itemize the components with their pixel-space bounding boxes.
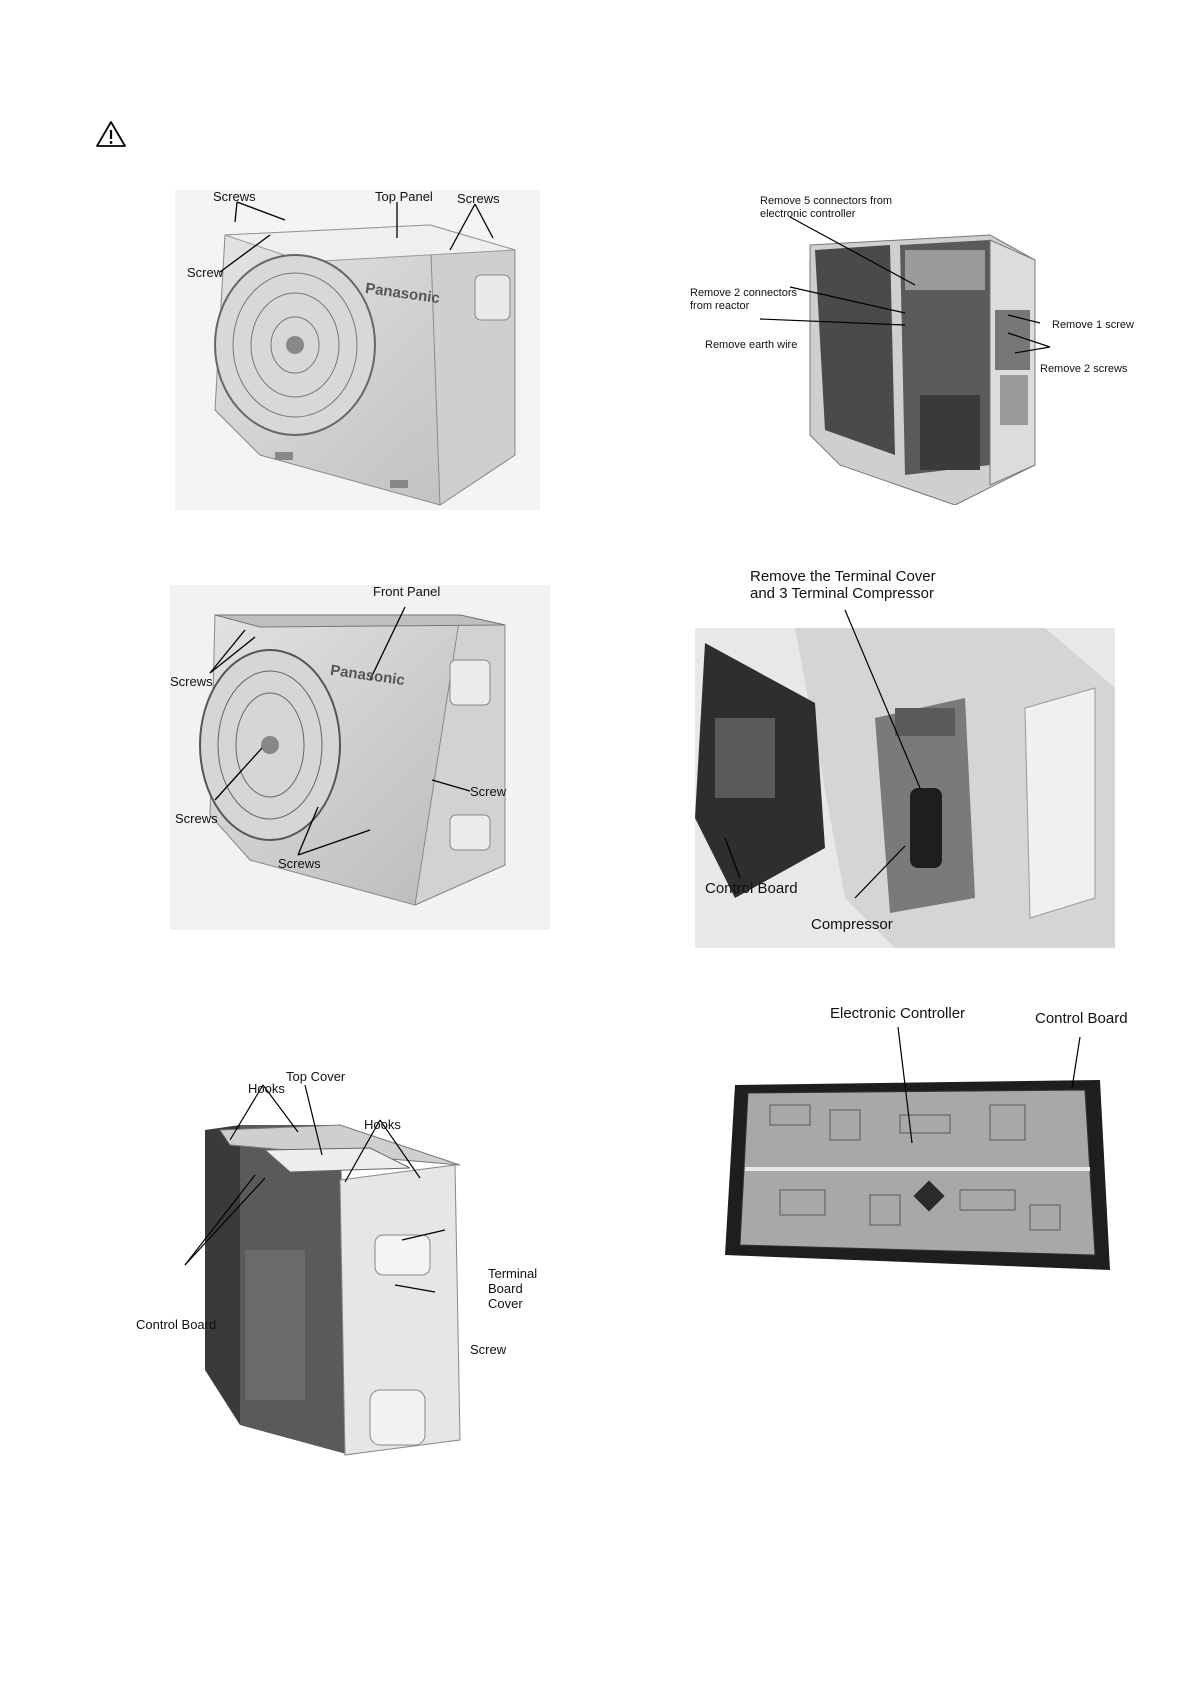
- figure-top-cover-hooks: Hooks Top Cover Hooks Control Board Term…: [130, 1070, 545, 1470]
- label-screws: Screws: [457, 191, 500, 206]
- label-terminal-board-cover: Terminal Board Cover: [488, 1266, 538, 1311]
- label-control-board: Control Board: [705, 880, 798, 897]
- label-remove-2-screws: Remove 2 screws: [1040, 363, 1128, 375]
- label-screw: Screw: [470, 1342, 507, 1357]
- label-control-board: Control Board: [136, 1317, 217, 1332]
- label-remove-1-screw: Remove 1 screw: [1052, 319, 1134, 331]
- label-control-board: Control Board: [1035, 1010, 1128, 1027]
- figure-electronic-controller: Electronic Controller Control Board: [700, 1005, 1130, 1310]
- label-top-panel: Top Panel: [375, 190, 433, 204]
- label-front-panel: Front Panel: [373, 585, 441, 599]
- label-screws: Screws: [175, 811, 218, 826]
- label-screw: Screw: [187, 265, 224, 280]
- label-hooks: Hooks: [248, 1081, 285, 1096]
- label-screw: Screw: [470, 784, 507, 799]
- label-compressor: Compressor: [811, 916, 893, 933]
- label-remove-terminal-cover: Remove the Terminal Cover and 3 Terminal…: [750, 568, 936, 603]
- label-screws: Screws: [170, 674, 213, 689]
- warning-triangle-icon: [95, 120, 127, 148]
- label-electronic-controller: Electronic Controller: [830, 1005, 966, 1022]
- figure-connector-removal: Remove 5 connectors from electronic cont…: [690, 195, 1145, 505]
- label-screws: Screws: [278, 856, 321, 871]
- label-remove-earth-wire: Remove earth wire: [705, 339, 798, 351]
- figure-top-panel-removal: Screws Top Panel Screws Screw Panasonic: [175, 190, 540, 510]
- label-hooks: Hooks: [364, 1117, 401, 1132]
- label-remove-5-connectors: Remove 5 connectors from electronic cont…: [760, 195, 893, 220]
- label-top-cover: Top Cover: [286, 1070, 346, 1084]
- label-remove-2-connectors: Remove 2 connectors from reactor: [690, 287, 797, 312]
- figure-front-panel-removal: Front Panel Screws Screw Screws Screws P…: [170, 585, 550, 930]
- figure-compressor-terminal: Remove the Terminal Cover and 3 Terminal…: [695, 568, 1115, 948]
- label-screws: Screws: [213, 190, 256, 204]
